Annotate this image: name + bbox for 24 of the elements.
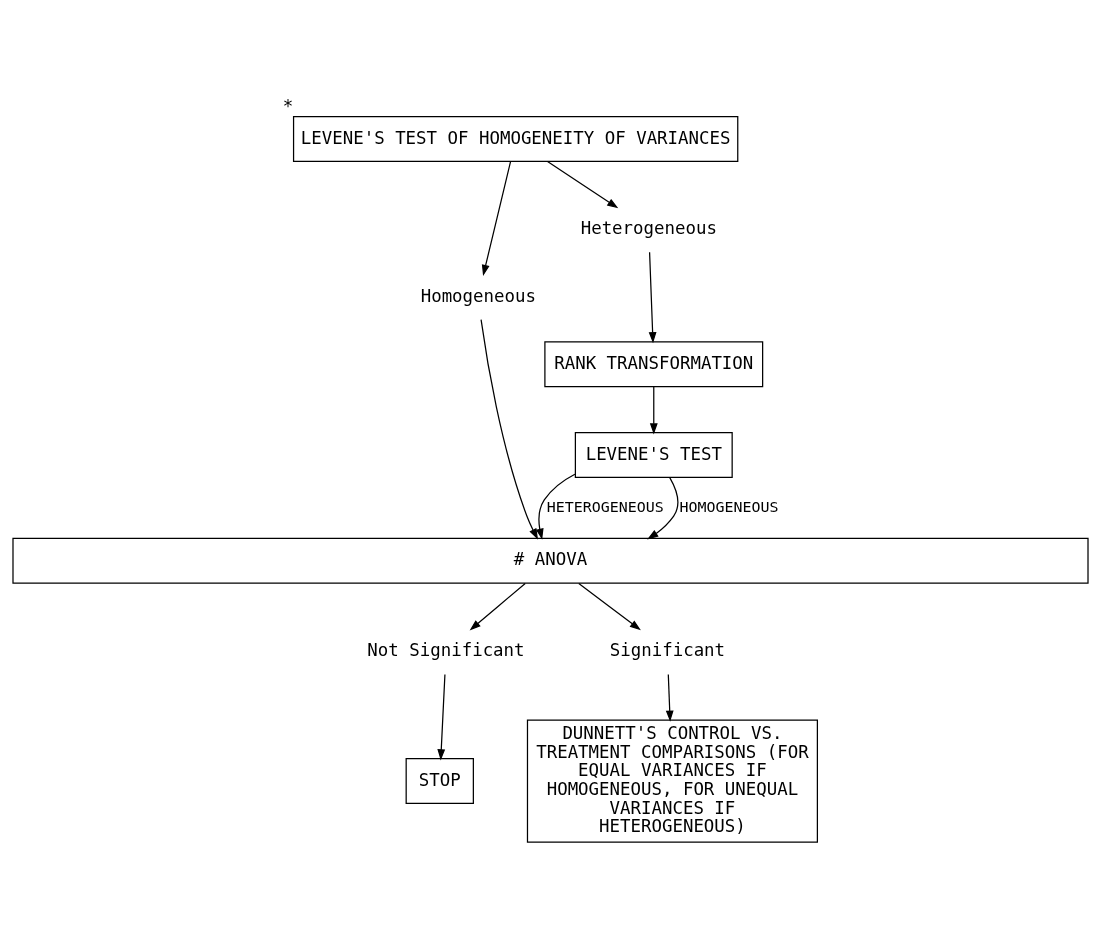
arrow: [546, 160, 619, 208]
arrow: [647, 476, 679, 539]
node-text: Homogeneous: [420, 285, 536, 306]
node-box: LEVENE'S TEST OF HOMOGENEITY OF VARIANCES: [292, 115, 739, 162]
node-text: Heterogeneous: [580, 217, 717, 238]
edge-label: HOMOGENEOUS: [679, 497, 779, 516]
arrow: [480, 318, 539, 540]
arrow: [437, 673, 446, 760]
arrow: [578, 582, 641, 630]
arrow: [649, 385, 658, 434]
node-box: LEVENE'S TEST: [574, 431, 733, 478]
node-box: RANK TRANSFORMATION: [544, 340, 764, 387]
node-box: DUNNETT'S CONTROL VS. TREATMENT COMPARISONS (FOR EQUAL VARIANCES IF HOMOGENEOUS, FOR UNEQUAL VARIANCES IF HETEROGENEOUS): [526, 718, 818, 843]
arrow: [648, 251, 657, 343]
edge-label: HETEROGENEOUS: [546, 497, 664, 516]
arrow: [535, 473, 576, 540]
node-label: *: [282, 95, 294, 116]
node-box: # ANOVA: [12, 537, 1089, 584]
node-text: Not Significant: [367, 639, 525, 660]
arrow: [665, 673, 674, 722]
arrow: [481, 160, 512, 276]
arrow: [469, 582, 526, 630]
node-box: STOP: [405, 757, 474, 804]
node-text: Significant: [609, 639, 726, 660]
